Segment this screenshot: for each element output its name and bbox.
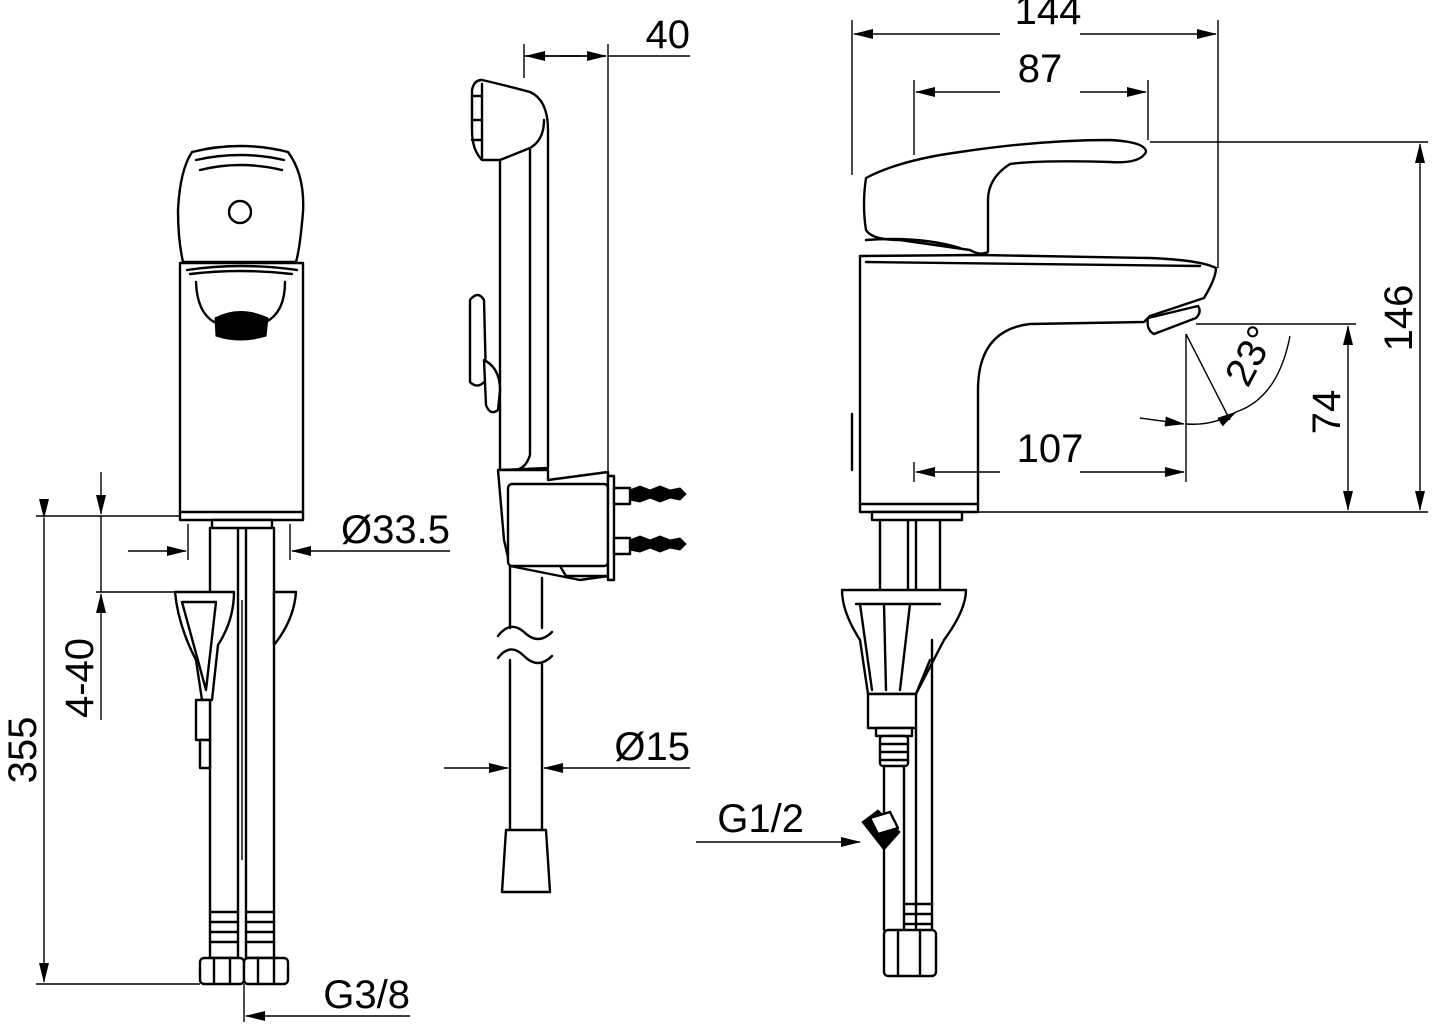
front-handle-indicator (227, 199, 253, 225)
dim-spout-reach: 107 (1017, 427, 1084, 471)
shower-view (468, 78, 687, 894)
front-nut-left (198, 956, 246, 986)
side-nut (882, 928, 938, 978)
dim-front-connection: G3/8 (323, 973, 410, 1017)
side-dimensions: 144 87 146 74 107 23° G1/2 (696, 0, 1428, 847)
front-aerator (214, 311, 269, 341)
front-view (173, 144, 305, 986)
dim-side-height: 146 (1377, 285, 1421, 352)
dim-front-height: 355 (1, 717, 45, 784)
dim-side-width: 144 (1015, 0, 1082, 33)
dim-spout-height: 74 (1305, 390, 1349, 435)
shower-dimensions: 40 Ø15 (444, 13, 691, 773)
shower-hose-end (500, 828, 552, 894)
dim-deck-thickness: 4-40 (58, 638, 102, 718)
side-body (858, 253, 1218, 514)
dim-handle-reach: 87 (1018, 47, 1063, 91)
front-dimensions: 355 4-40 Ø33.5 G3/8 (1, 472, 450, 1022)
side-spout-aerator (1146, 304, 1201, 336)
dim-shower-width: 40 (646, 13, 691, 57)
side-handle (862, 138, 1148, 255)
front-nut-right (242, 956, 290, 986)
shower-head (470, 78, 550, 472)
shower-wall-screws (612, 485, 687, 556)
dim-hole-diameter: Ø33.5 (341, 508, 450, 552)
front-handle (176, 144, 305, 264)
dim-hose-diameter: Ø15 (614, 725, 690, 769)
side-view (840, 138, 1218, 978)
dim-side-connection: G1/2 (717, 797, 804, 841)
